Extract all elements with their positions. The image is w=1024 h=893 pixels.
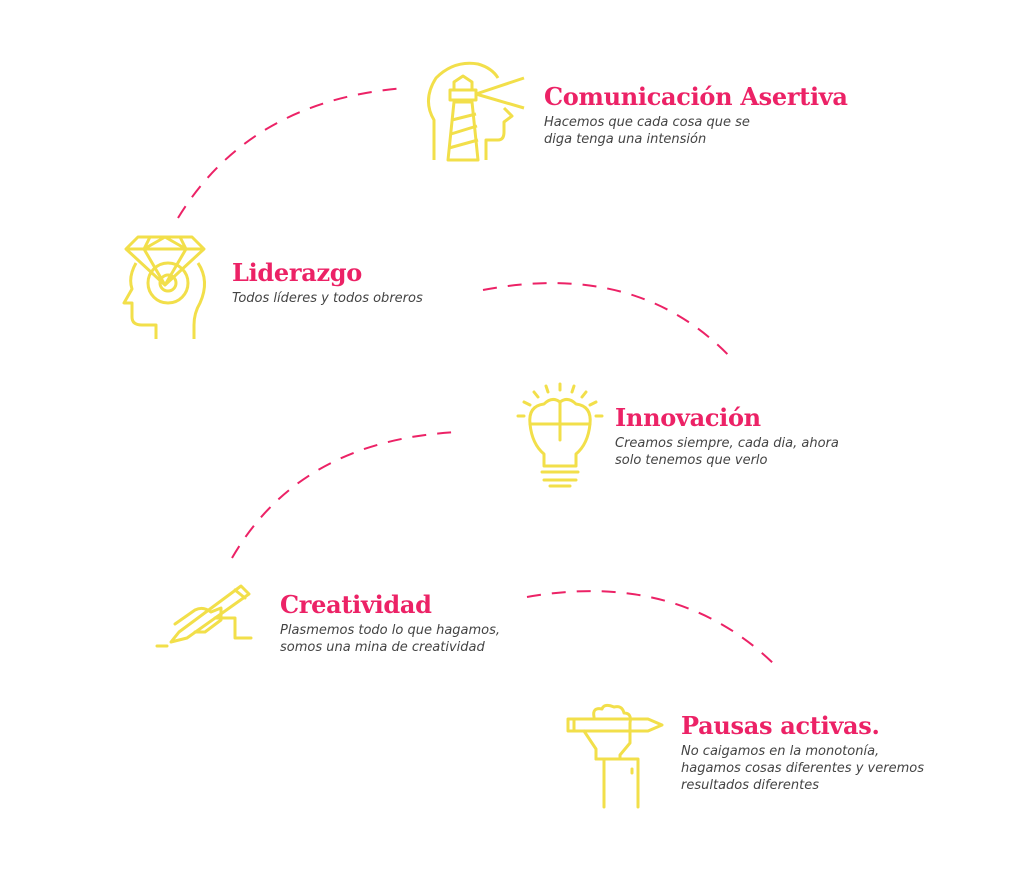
desc-line: Hacemos que cada cosa que se	[544, 115, 750, 130]
item-innovacion: Innovación Creamos siempre, cada dia, ah…	[615, 403, 839, 469]
desc-line: Todos líderes y todos obreros	[232, 291, 423, 306]
item-title: Comunicación Asertiva	[544, 82, 848, 111]
desc-line: somos una mina de creatividad	[280, 640, 485, 655]
item-description: Plasmemos todo lo que hagamos, somos una…	[280, 622, 500, 656]
item-title: Pausas activas.	[681, 711, 880, 740]
desc-line: solo tenemos que verlo	[615, 453, 768, 468]
item-description: Todos líderes y todos obreros	[232, 290, 423, 307]
item-creatividad: Creatividad Plasmemos todo lo que hagamo…	[280, 590, 500, 656]
item-liderazgo: Liderazgo Todos líderes y todos obreros	[232, 258, 423, 307]
desc-line: resultados diferentes	[681, 778, 820, 793]
dashed-arc-3	[231, 431, 459, 559]
desc-line: Plasmemos todo lo que hagamos,	[280, 623, 501, 638]
desc-line: hagamos cosas diferentes y veremos	[681, 761, 924, 776]
hand-pencil-writing-icon	[155, 584, 253, 648]
dashed-arc-2	[482, 282, 734, 361]
diamond-head-icon	[122, 235, 206, 339]
item-description: Creamos siempre, cada dia, ahora solo te…	[615, 435, 839, 469]
lighthouse-head-icon	[427, 61, 525, 162]
brain-bulb-icon	[516, 382, 604, 488]
item-pausas-activas: Pausas activas. No caigamos en la monoto…	[681, 711, 924, 794]
desc-line: diga tenga una intensión	[544, 132, 707, 147]
item-title: Creatividad	[280, 590, 432, 619]
item-description: Hacemos que cada cosa que se diga tenga …	[544, 114, 848, 148]
item-comunicacion-asertiva: Comunicación Asertiva Hacemos que cada c…	[544, 82, 848, 148]
dashed-arc-4	[526, 590, 778, 668]
dashed-arc-1	[177, 87, 406, 219]
desc-line: No caigamos en la monotonía,	[681, 744, 880, 759]
item-title: Liderazgo	[232, 258, 362, 287]
fist-pencil-icon	[566, 703, 664, 809]
item-title: Innovación	[615, 403, 761, 432]
item-description: No caigamos en la monotonía, hagamos cos…	[681, 743, 924, 794]
desc-line: Creamos siempre, cada dia, ahora	[615, 436, 839, 451]
